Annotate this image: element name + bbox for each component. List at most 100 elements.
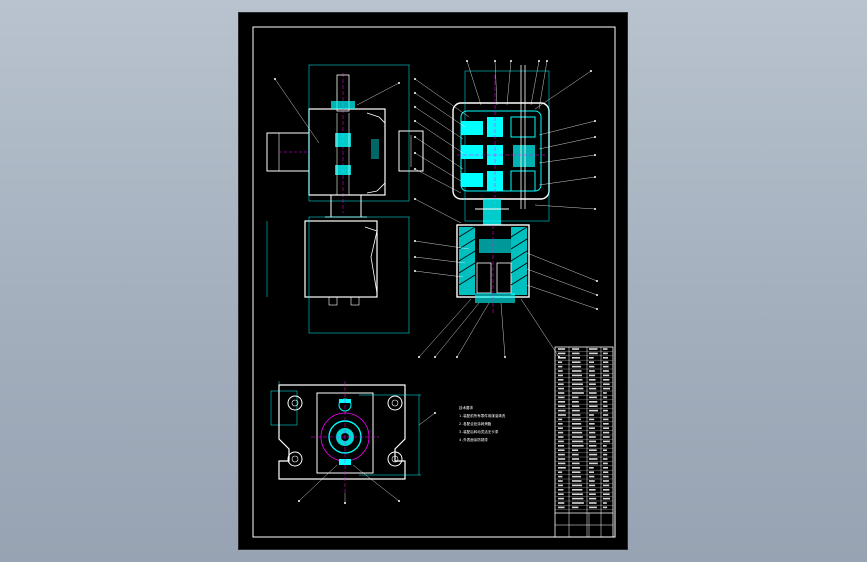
parts-list-cell-mark	[558, 471, 563, 473]
parts-list-cell-mark	[558, 392, 565, 394]
parts-list-cell-mark	[572, 475, 581, 478]
parts-list-cell-mark	[558, 502, 565, 504]
parts-list-cell-mark	[558, 493, 564, 495]
parts-list-cell-mark	[603, 357, 608, 359]
parts-list-cell-mark	[572, 427, 582, 429]
parts-list-cell-mark	[572, 423, 582, 425]
parts-list-cell-mark	[558, 414, 566, 416]
balloon-marker	[434, 412, 436, 414]
parts-list-cell-mark	[589, 361, 594, 363]
parts-list-cell-mark	[572, 453, 579, 456]
parts-list-cell-mark	[558, 497, 564, 500]
parts-list-cell-mark	[589, 497, 597, 500]
top-view	[270, 381, 436, 503]
parts-list-cell-mark	[603, 387, 610, 390]
note-line: 技术要求	[459, 405, 473, 410]
balloon-marker	[414, 106, 416, 108]
parts-list-cell-mark	[603, 396, 608, 399]
parts-list-cell-mark	[603, 414, 609, 416]
parts-list-cell-mark	[603, 445, 607, 447]
parts-list-cell-mark	[589, 467, 594, 469]
parts-list-cell-mark	[589, 489, 596, 491]
drawing-sheet: 技术要求 1.装配前所有零件用煤油清洗 2.各配合处涂润滑脂 3.装配后转动灵活…	[238, 12, 628, 550]
balloon-marker	[594, 208, 596, 210]
note-line: 2.各配合处涂润滑脂	[459, 421, 492, 426]
parts-list-cell-mark	[572, 348, 580, 350]
balloon-marker	[558, 356, 560, 358]
parts-list-cell-mark	[572, 497, 584, 500]
parts-list-cell-mark	[558, 370, 563, 372]
parts-list-cell-mark	[603, 352, 608, 355]
parts-list-cell-mark	[572, 471, 581, 473]
parts-list-cell-mark	[589, 436, 596, 438]
parts-list-cell-mark	[558, 401, 565, 403]
parts-list-cell-mark	[558, 436, 564, 438]
parts-list-cell-mark	[603, 475, 609, 478]
parts-list-cell-mark	[572, 409, 580, 412]
parts-list-cell-mark	[589, 427, 595, 429]
parts-list-cell-mark	[589, 471, 594, 473]
parts-list-cell-mark	[558, 480, 563, 482]
parts-list-cell-mark	[558, 475, 563, 478]
parts-list-cell-mark	[603, 379, 610, 381]
balloon-marker	[594, 154, 596, 156]
balloon-marker	[594, 176, 596, 178]
parts-list-cell-mark	[589, 370, 595, 372]
parts-list-cell-mark	[558, 357, 566, 359]
parts-list-cell-mark	[589, 414, 594, 416]
balloon-marker	[414, 136, 416, 138]
parts-list-cell-mark	[603, 431, 610, 434]
parts-list-cell-mark	[558, 365, 563, 368]
parts-list-cell-mark	[572, 445, 584, 447]
parts-list-cell-mark	[558, 383, 564, 385]
parts-list-cell-mark	[603, 480, 609, 482]
parts-list-cell-mark	[572, 418, 581, 421]
balloon-marker	[466, 60, 468, 62]
parts-list-cell-mark	[589, 374, 596, 377]
balloon-marker	[596, 280, 598, 282]
parts-list-cell-mark	[558, 453, 565, 456]
parts-list-cell-mark	[589, 387, 597, 390]
parts-list-cell-mark	[603, 453, 608, 456]
parts-list-cell-mark	[589, 365, 595, 368]
parts-list-cell-mark	[572, 440, 584, 443]
parts-list-cell-mark	[589, 445, 597, 447]
parts-list-cell-mark	[558, 484, 563, 487]
balloon-marker	[414, 152, 416, 154]
parts-list-cell-mark	[589, 396, 597, 399]
parts-list-cell-mark	[603, 361, 609, 363]
parts-list-cell-mark	[589, 379, 596, 381]
balloon-marker	[546, 60, 548, 62]
parts-list-cell-mark	[572, 502, 584, 504]
parts-list-cell-mark	[589, 502, 597, 504]
parts-list-cell-mark	[589, 431, 596, 434]
parts-list-cell-mark	[558, 427, 563, 429]
parts-list-cell-mark	[558, 489, 564, 491]
balloon-marker	[398, 500, 400, 502]
parts-list-cell-mark	[589, 418, 595, 421]
parts-list-cell-mark	[558, 409, 566, 412]
balloon-marker	[418, 356, 420, 358]
balloon-marker	[414, 256, 416, 258]
parts-list-cell-mark	[558, 449, 565, 451]
balloon-marker	[344, 502, 346, 504]
assembly-drawing: 技术要求 1.装配前所有零件用煤油清洗 2.各配合处涂润滑脂 3.装配后转动灵活…	[252, 26, 616, 538]
parts-list-cell-mark	[572, 387, 584, 390]
parts-list-cell-mark	[572, 462, 580, 465]
parts-list-cell-mark	[603, 506, 608, 509]
balloon-marker	[594, 120, 596, 122]
parts-list-cell-mark	[589, 405, 598, 407]
balloon-marker	[494, 60, 496, 62]
parts-list-cell-mark	[558, 506, 565, 509]
parts-list-cell-mark	[572, 383, 583, 385]
parts-list-cell-mark	[558, 387, 564, 390]
parts-list-cell-mark	[558, 462, 566, 465]
parts-list-cell-mark	[558, 467, 566, 469]
parts-list-cell-mark	[603, 484, 610, 487]
balloon-marker	[414, 78, 416, 80]
parts-list-cell-mark	[572, 436, 583, 438]
parts-list-cell-mark	[572, 357, 580, 359]
balloon-marker	[414, 120, 416, 122]
parts-list-cell-mark	[558, 423, 563, 425]
